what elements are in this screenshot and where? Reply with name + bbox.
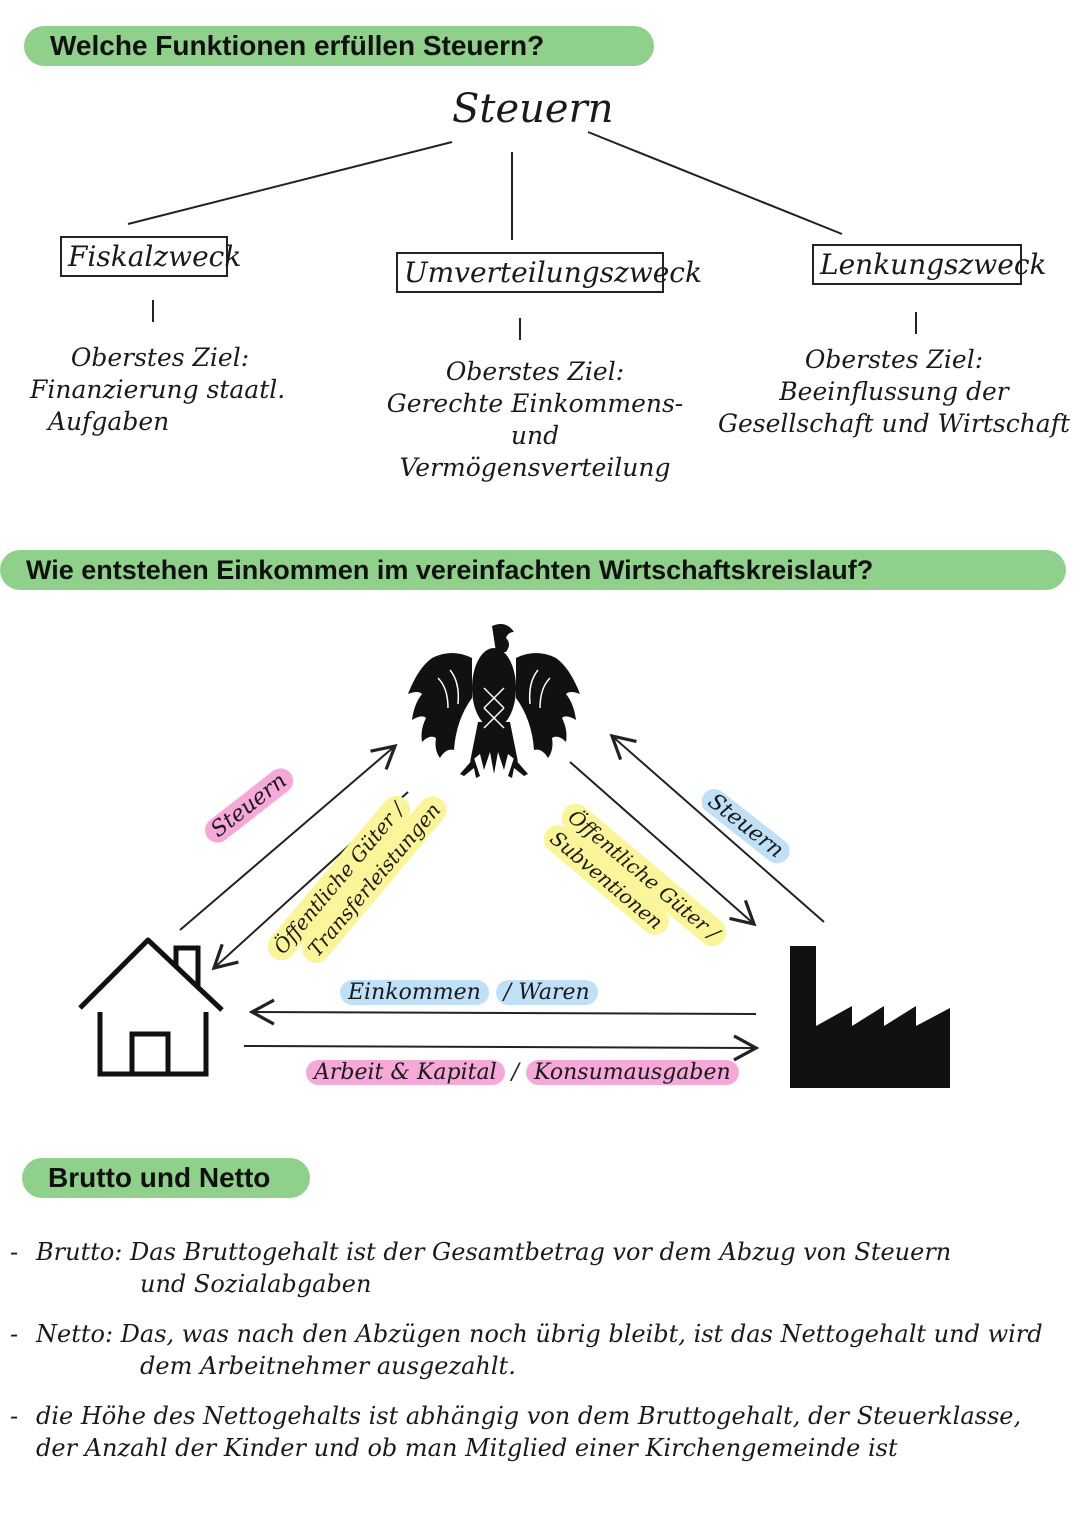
bullet-brutto: - Brutto: Das Bruttogehalt ist der Gesam…	[10, 1236, 1070, 1300]
arrow-household-to-state	[179, 743, 398, 931]
label-waren: Waren	[518, 980, 590, 1005]
label-einkommen: Einkommen	[340, 980, 489, 1005]
box-lenkungszweck: Lenkungszweck	[812, 244, 1046, 285]
label-konsumausgaben: Konsumausgaben	[526, 1060, 739, 1085]
bullet-text: der Anzahl der Kinder und ob man Mitglie…	[36, 1434, 898, 1462]
label-top-waren: / Waren	[495, 980, 598, 1005]
bullet-dash: -	[10, 1402, 19, 1430]
goal-umverteilungszweck: Oberstes Ziel: Gerechte Einkommens- und …	[380, 356, 690, 484]
heading-steuer-funktionen: Welche Funktionen erfüllen Steuern?	[24, 26, 654, 66]
tree-connectors	[127, 131, 917, 340]
goal-text: und Vermögensverteilung	[399, 421, 671, 482]
goal-text: Beeinflussung der	[779, 377, 1009, 406]
factory-icon	[790, 946, 950, 1088]
box-fiskalzweck: Fiskalzweck	[60, 236, 241, 277]
goal-fiskalzweck: Oberstes Ziel: Finanzierung staatl. Aufg…	[30, 342, 290, 438]
goal-lenkungszweck: Oberstes Ziel: Beeinflussung der Gesells…	[718, 344, 1070, 440]
label-bottom-flow: Arbeit & Kapital / Konsumausgaben	[306, 1060, 739, 1085]
arrow-business-to-state	[609, 733, 825, 923]
goal-text: Finanzierung staatl.	[30, 375, 286, 404]
goal-label: Oberstes Ziel:	[804, 345, 984, 374]
label-arbeit-kapital: Arbeit & Kapital	[306, 1060, 505, 1085]
goal-text: Gesellschaft und Wirtschaft	[718, 409, 1071, 438]
arrow-state-to-business	[569, 761, 757, 927]
tree-root-steuern: Steuern	[452, 86, 614, 132]
eagle-icon	[408, 624, 580, 778]
bullet-nettohoehe: - die Höhe des Nettogehalts ist abhängig…	[10, 1400, 1070, 1464]
bullet-text: und Sozialabgaben	[140, 1270, 372, 1298]
goal-text: Aufgaben	[48, 407, 170, 436]
bullet-text: die Höhe des Nettogehalts ist abhängig v…	[36, 1402, 1022, 1430]
goal-text: Gerechte Einkommens-	[386, 389, 684, 418]
house-icon	[78, 937, 224, 1077]
bullet-text: dem Arbeitnehmer ausgezahlt.	[140, 1352, 516, 1380]
term-brutto: Brutto:	[36, 1238, 123, 1266]
label-separator: /	[503, 980, 512, 1005]
term-netto: Netto:	[36, 1320, 114, 1348]
bullet-dash: -	[10, 1238, 19, 1266]
goal-label: Oberstes Ziel:	[70, 343, 250, 372]
bullet-netto: - Netto: Das, was nach den Abzügen noch …	[10, 1318, 1070, 1382]
goal-label: Oberstes Ziel:	[445, 357, 625, 386]
arrow-business-to-household	[248, 998, 757, 1026]
arrow-household-to-business	[243, 1034, 760, 1062]
bullet-dash: -	[10, 1320, 19, 1348]
bullet-text: Das Bruttogehalt ist der Gesamtbetrag vo…	[130, 1238, 952, 1266]
heading-brutto-netto: Brutto und Netto	[22, 1158, 310, 1198]
label-top-flow: Einkommen / Waren	[340, 980, 598, 1005]
box-umverteilungszweck: Umverteilungszweck	[396, 252, 702, 293]
bullet-text: Das, was nach den Abzügen noch übrig ble…	[120, 1320, 1043, 1348]
heading-wirtschaftskreislauf: Wie entstehen Einkommen im vereinfachten…	[0, 550, 1066, 590]
label-separator: /	[511, 1060, 520, 1085]
